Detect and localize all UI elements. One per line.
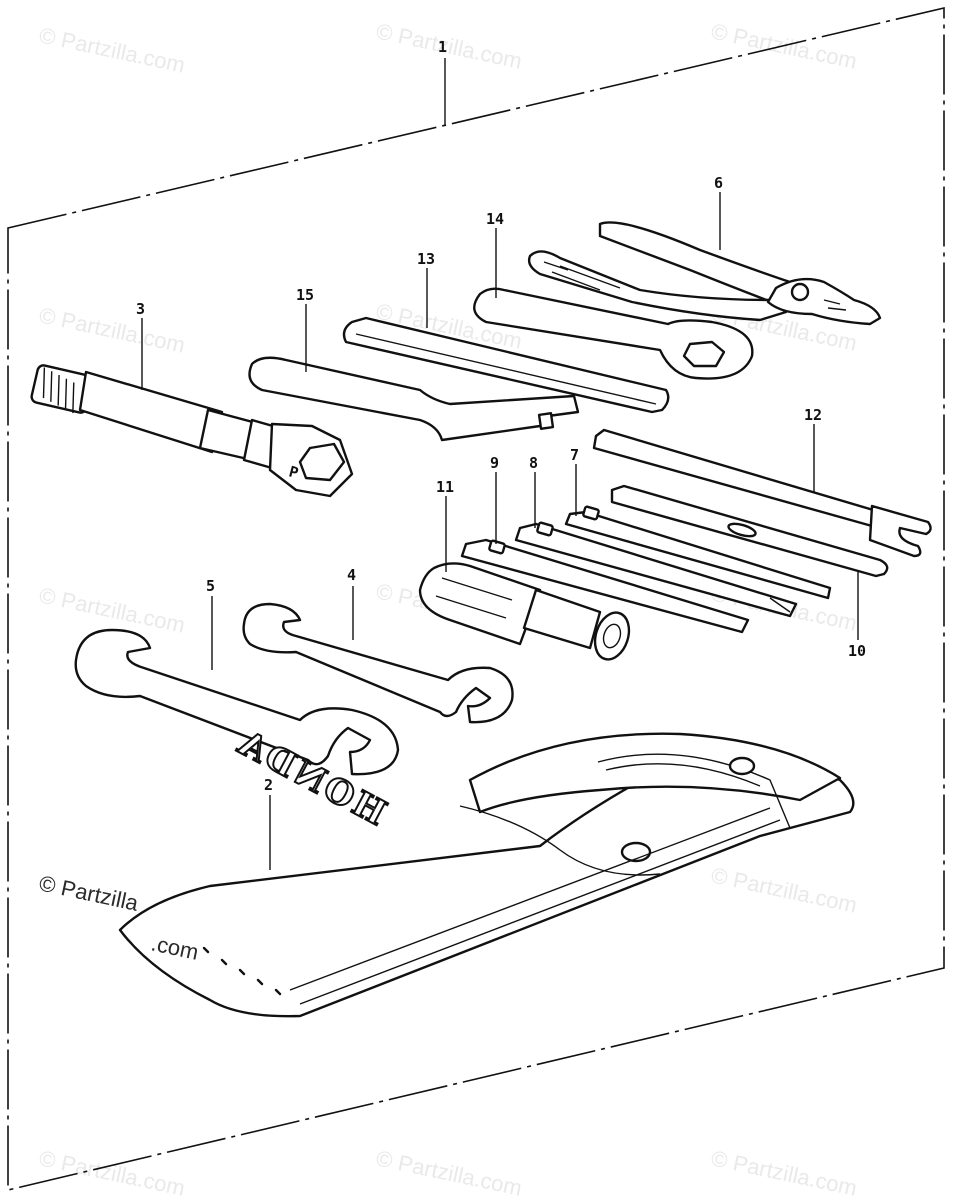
callout-2: 2	[264, 776, 273, 794]
callout-labels: 1 2 3 4 5 6 7 8 9 10 11 12 13 14 15	[136, 38, 866, 794]
screwdriver-bit-7	[564, 505, 832, 600]
callout-13: 13	[417, 250, 435, 268]
watermark-line1: © Partzilla	[37, 870, 141, 916]
watermark: © Partzilla.com	[709, 1145, 859, 1200]
callout-7: 7	[570, 446, 579, 464]
pliers	[527, 221, 882, 326]
callout-12: 12	[804, 406, 822, 424]
screwdriver-bit-8	[514, 521, 798, 618]
watermark: © Partzilla.com	[37, 22, 187, 77]
wrench-socket-marking: P	[287, 462, 300, 482]
screwdriver-shaft-fork	[592, 428, 932, 558]
open-end-wrench-large	[74, 628, 400, 776]
watermark: © Partzilla.com	[37, 1145, 187, 1200]
watermark: © Partzilla.com	[37, 302, 187, 357]
callout-8: 8	[529, 454, 538, 472]
callout-4: 4	[347, 566, 356, 584]
spark-plug-wrench: P	[30, 364, 354, 498]
callout-11: 11	[436, 478, 454, 496]
callout-5: 5	[206, 577, 215, 595]
callout-6: 6	[714, 174, 723, 192]
watermark: © Partzilla.com	[374, 1145, 524, 1200]
double-end-screwdriver	[610, 484, 889, 578]
leader-lines	[141, 58, 859, 870]
callout-1: 1	[438, 38, 447, 56]
screwdriver-bit-9	[460, 538, 750, 634]
callout-3: 3	[136, 300, 145, 318]
callout-9: 9	[490, 454, 499, 472]
watermark: © Partzilla.com	[709, 862, 859, 917]
tire-lever	[342, 316, 670, 414]
ring-spanner	[473, 287, 754, 380]
callout-14: 14	[486, 210, 504, 228]
callout-10: 10	[848, 642, 866, 660]
assembly-frame	[7, 6, 945, 1192]
pin-spanner	[248, 356, 580, 442]
callout-15: 15	[296, 286, 314, 304]
screwdriver-handle	[418, 562, 631, 661]
watermark: © Partzilla.com	[374, 18, 524, 73]
open-end-wrench-small	[242, 602, 514, 724]
